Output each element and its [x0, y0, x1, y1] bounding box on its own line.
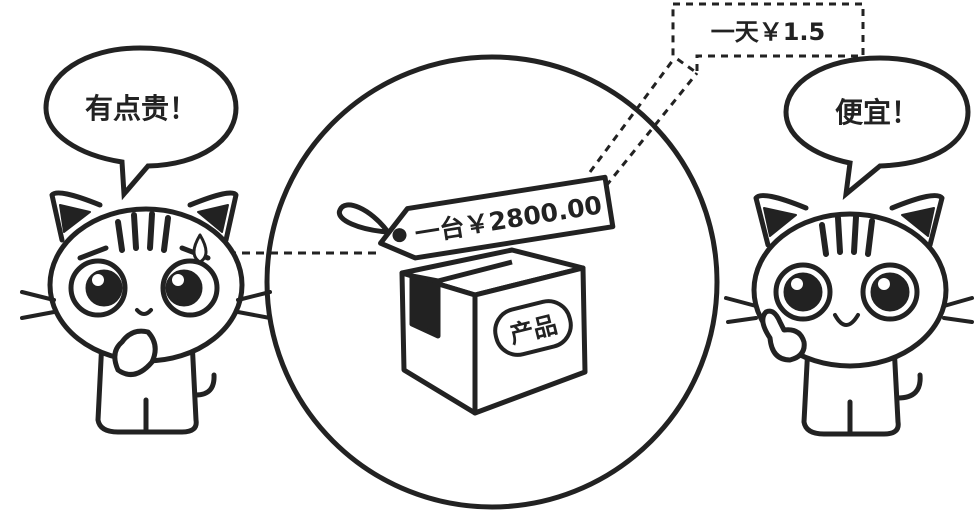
price-tag: 一台￥2800.00: [336, 174, 616, 261]
left-bubble-text: 有点贵！: [85, 92, 197, 125]
product-circle: [264, 54, 720, 510]
right-bubble-text: 便宜！: [835, 96, 919, 129]
right-speech-bubble: 便宜！: [783, 55, 971, 200]
box-label: 产品: [493, 299, 573, 357]
left-speech-bubble: 有点贵！: [43, 45, 239, 201]
worried-cat: [20, 190, 272, 435]
happy-cat: [724, 193, 974, 437]
daily-leader-lines: [588, 59, 699, 187]
daily-label: 一天￥1.5: [671, 2, 865, 76]
daily-label-text: 一天￥1.5: [711, 18, 826, 46]
